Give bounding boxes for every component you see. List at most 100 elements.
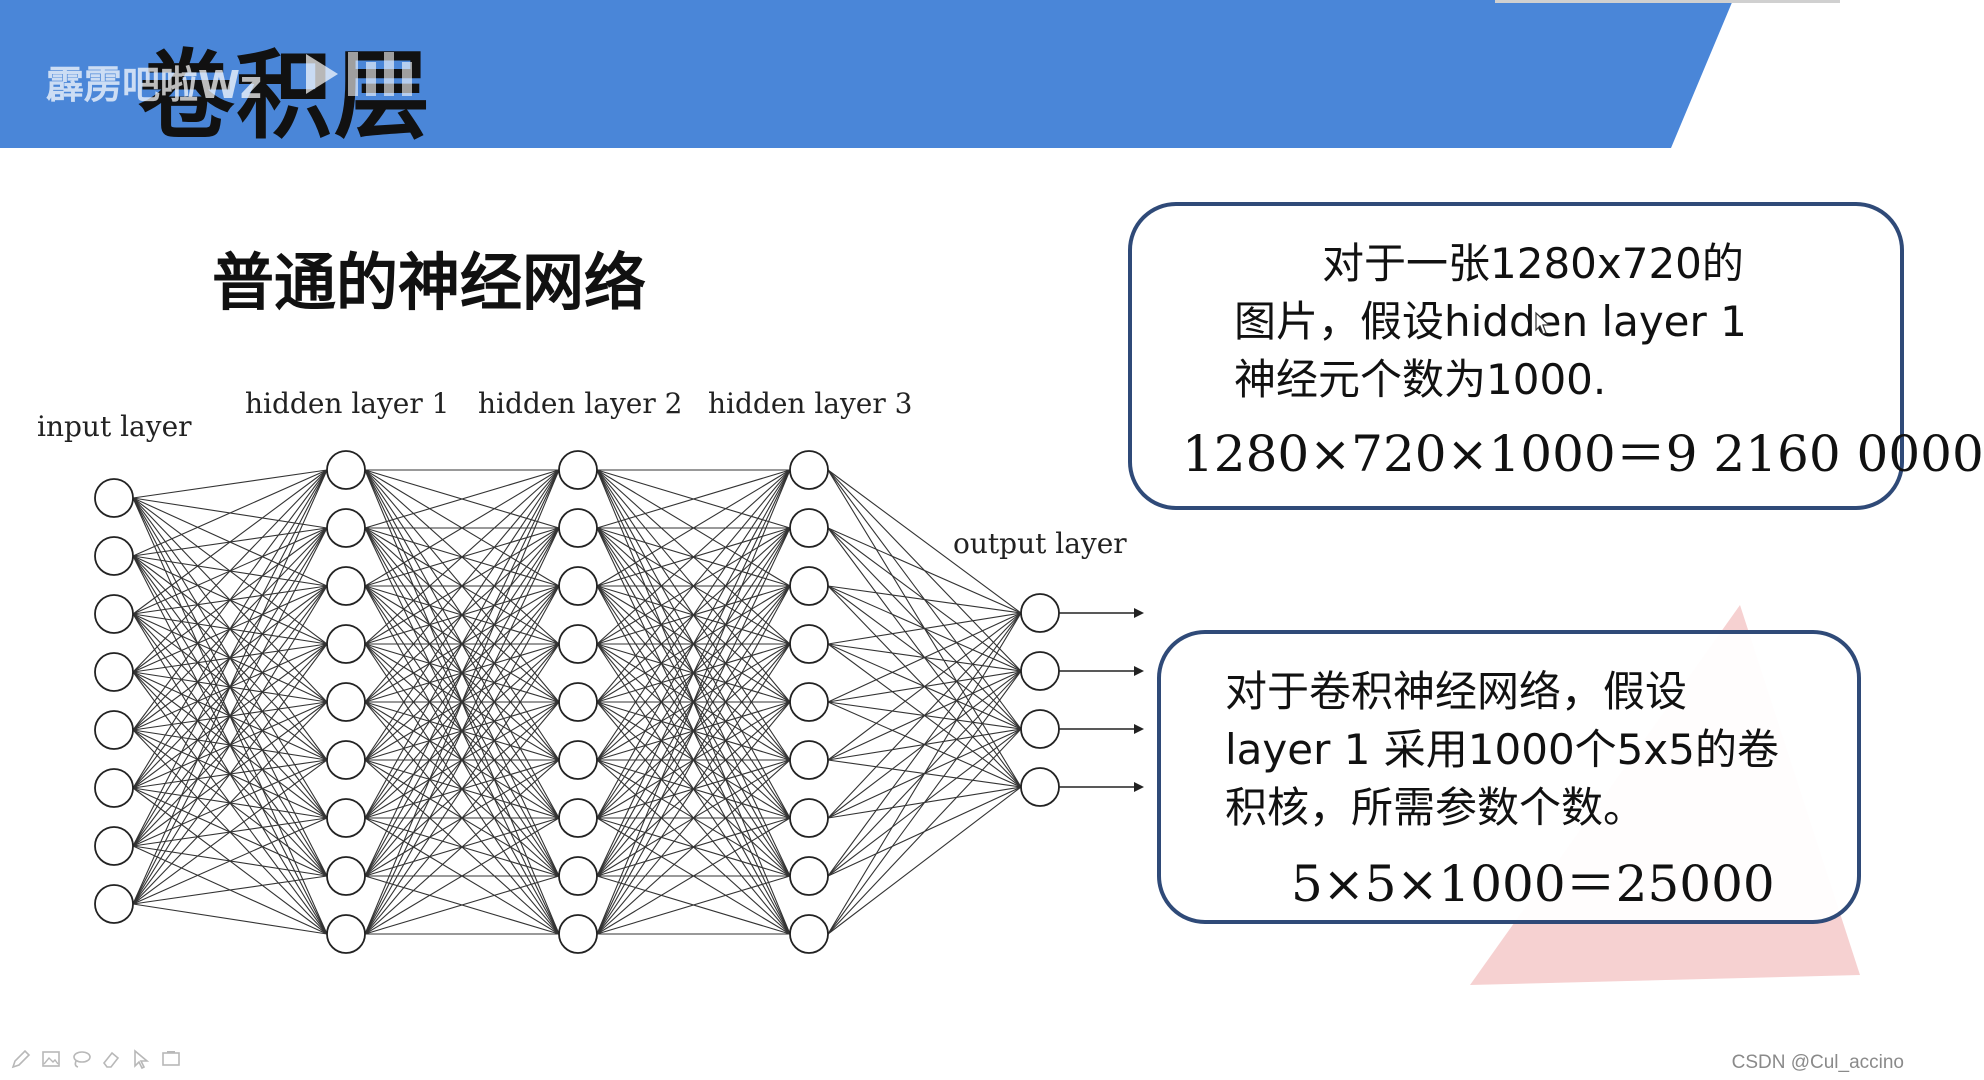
connection-edge [364,469,560,703]
connection-edge [132,469,328,615]
connection-edge [596,469,791,529]
connection-edge [132,469,328,905]
neuron-layer-2 [326,624,366,664]
connection-edge [596,585,791,935]
neuron-layer-4 [789,856,829,896]
hidden-layer-1-label: hidden layer 1 [245,387,450,420]
connection-edge [132,817,328,905]
connection-edge [827,612,1022,877]
neuron-layer-2 [326,508,366,548]
connection-edge [132,903,328,935]
box1-formula: 1280×720×1000＝9 2160 0000 [1182,425,1984,483]
box2-line1: 对于卷积神经网络，假设 [1225,667,1688,716]
box2-line2: layer 1 采用1000个5x5的卷 [1225,725,1779,774]
connection-edge [596,817,791,935]
box1-line1: 对于一张1280x720的 [1322,239,1744,288]
connection-edge [364,527,560,935]
neuron-layer-3 [558,450,598,490]
connection-edge [596,469,791,819]
neuron-layer-1 [94,478,134,518]
neuron-layer-4 [789,566,829,606]
info-box-convolution: 对于卷积神经网络，假设 layer 1 采用1000个5x5的卷 积核，所需参数… [1157,630,1861,924]
connection-edge [364,701,560,935]
image-icon[interactable] [40,1048,62,1070]
connection-edge [596,701,791,935]
connection-edge [364,759,560,935]
neuron-layer-1 [94,594,134,634]
neuron-layer-4 [789,740,829,780]
connection-edge [364,585,560,935]
neuron-layer-1 [94,536,134,576]
section-title: 普通的神经网络 [212,246,647,319]
neuron-layer-4 [789,450,829,490]
neuron-layer-3 [558,566,598,606]
connection-edge [364,643,560,935]
header-band [0,0,1840,148]
mouse-cursor-icon [1535,311,1551,335]
neuron-layer-5 [1020,651,1060,691]
output-arrowhead [1134,666,1144,676]
screen-icon[interactable] [160,1048,182,1070]
connection-edge [364,469,560,935]
pointer-icon[interactable] [130,1048,152,1070]
box1-line3: 神经元个数为1000. [1234,355,1607,404]
neuron-layer-3 [558,682,598,722]
connection-edge [364,875,560,935]
watermark-text: 霹雳吧啦Wz [46,63,263,107]
neuron-layer-2 [326,856,366,896]
connection-edge [596,527,791,935]
neuron-layer-3 [558,798,598,838]
neuron-layer-5 [1020,709,1060,749]
neuron-layer-2 [326,798,366,838]
connection-edge [596,469,791,761]
bilibili-logo-icon [306,52,412,96]
output-arrowhead [1134,724,1144,734]
connection-edge [827,786,1022,935]
neural-network-diagram [94,450,1144,954]
connection-edge [364,469,560,877]
neuron-layer-5 [1020,767,1060,807]
neuron-layer-3 [558,624,598,664]
neuron-layer-3 [558,856,598,896]
lasso-icon[interactable] [70,1048,92,1070]
hidden-layer-3-label: hidden layer 3 [708,387,913,420]
connection-edge [364,469,560,645]
neuron-layer-2 [326,740,366,780]
connection-edge [827,612,1022,819]
output-arrowhead [1134,782,1144,792]
connection-edge [827,670,1022,935]
connection-edge [132,585,328,905]
neuron-layer-1 [94,768,134,808]
neuron-layer-4 [789,798,829,838]
connection-edge [596,643,791,935]
connection-edge [132,875,328,905]
connection-edge [827,728,1022,935]
connection-edge [827,612,1022,645]
connection-edge [596,469,791,935]
output-layer-label: output layer [953,527,1127,560]
connection-edge [364,469,560,529]
connection-edge [364,817,560,935]
neuron-layer-4 [789,624,829,664]
connection-edge [132,469,328,557]
neuron-layer-1 [94,710,134,750]
neuron-layer-4 [789,508,829,548]
neuron-layer-1 [94,884,134,924]
eraser-icon[interactable] [100,1048,122,1070]
neuron-layer-2 [326,682,366,722]
box1-line2: 图片，假设hidden layer 1 [1234,297,1747,346]
info-box-fully-connected: 对于一张1280x720的 图片，假设hidden layer 1 神经元个数为… [1128,202,1984,510]
connection-edge [132,469,328,731]
connection-edge [132,527,328,905]
output-arrowhead [1134,608,1144,618]
connection-edge [827,469,1022,614]
connection-edge [132,469,328,673]
connection-edge [596,875,791,935]
connection-edge [596,469,791,645]
box2-line3: 积核，所需参数个数。 [1225,783,1646,832]
neuron-layer-2 [326,914,366,954]
neuron-layer-1 [94,652,134,692]
pen-icon[interactable] [10,1048,32,1070]
connection-edge [132,469,328,847]
neuron-layer-4 [789,682,829,722]
